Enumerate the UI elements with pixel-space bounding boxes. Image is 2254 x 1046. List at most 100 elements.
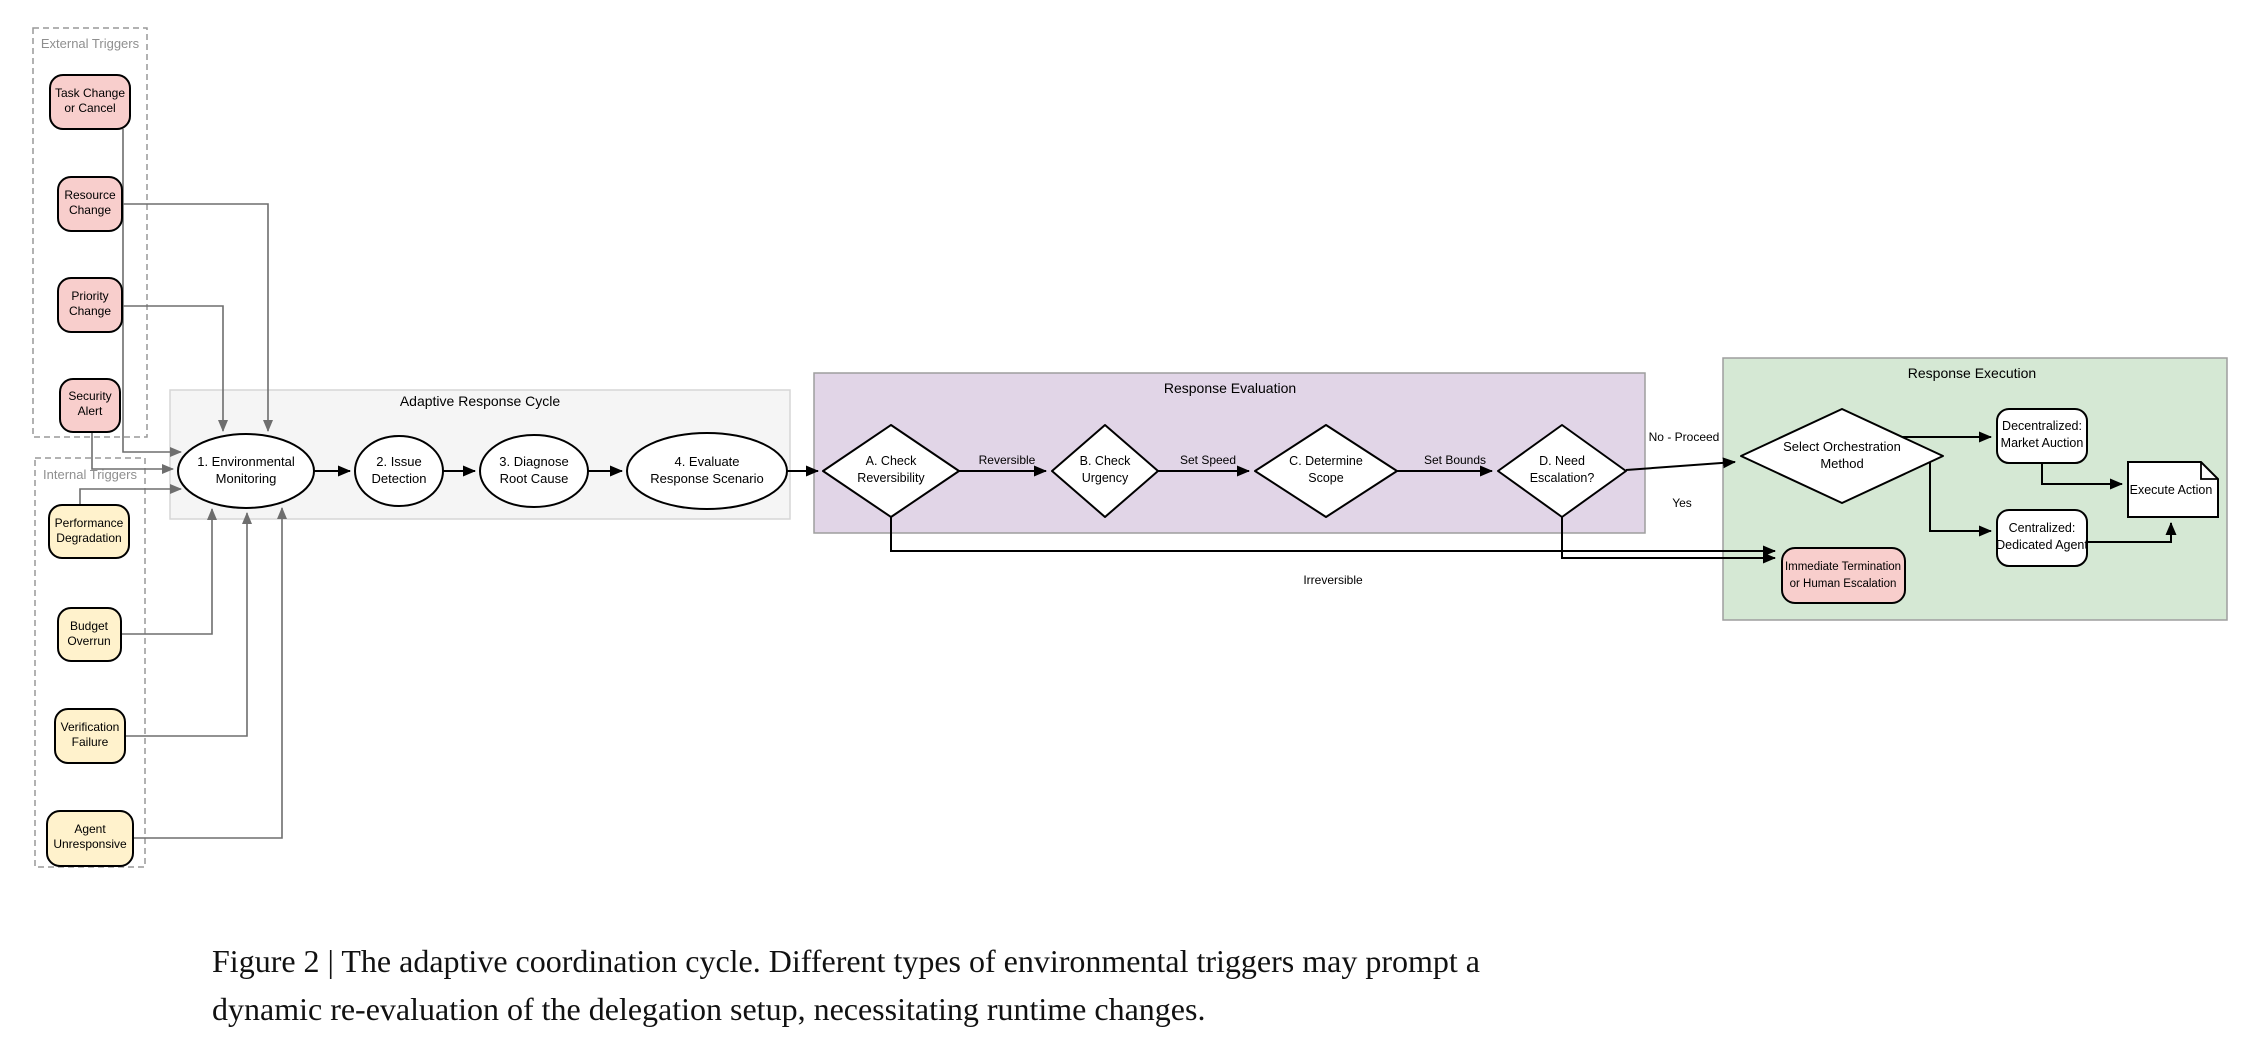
internal-triggers-title: Internal Triggers bbox=[43, 467, 137, 482]
centralized-box bbox=[1996, 509, 2088, 567]
task-change-box bbox=[49, 74, 131, 130]
determine-scope-label-line2: Scope bbox=[1308, 471, 1343, 485]
edge-verification-failure-to-monitoring bbox=[125, 512, 252, 737]
security-alert-box bbox=[59, 378, 121, 433]
edge-label-set-speed: Set Speed bbox=[1180, 453, 1236, 467]
node-centralized-dedicated-agent: Centralized: Dedicated Agent bbox=[1996, 509, 2088, 567]
node-immediate-termination: Immediate Termination or Human Escalatio… bbox=[1781, 547, 1906, 604]
resource-change-box bbox=[57, 176, 123, 232]
node-select-orchestration-method: Select Orchestration Method bbox=[1740, 408, 1944, 504]
edge-label-yes: Yes bbox=[1672, 496, 1692, 510]
environmental-monitoring-label-line1: 1. Environmental bbox=[197, 454, 295, 469]
edge-security-alert-to-monitoring bbox=[91, 432, 174, 474]
environmental-monitoring-ellipse bbox=[177, 433, 315, 509]
performance-degradation-label-line2: Degradation bbox=[56, 531, 121, 545]
need-escalation-label-line1: D. Need bbox=[1539, 454, 1585, 468]
node-performance-degradation: Performance Degradation bbox=[48, 504, 130, 559]
determine-scope-label-line1: C. Determine bbox=[1289, 454, 1363, 468]
decentralized-box bbox=[1996, 408, 2088, 464]
response-execution-title: Response Execution bbox=[1908, 365, 2036, 381]
task-change-label-line2: or Cancel bbox=[64, 101, 115, 115]
node-issue-detection: 2. Issue Detection bbox=[354, 435, 444, 507]
resource-change-label-line1: Resource bbox=[64, 188, 116, 202]
edge-label-reversible: Reversible bbox=[979, 453, 1036, 467]
agent-unresponsive-box bbox=[46, 810, 134, 867]
evaluate-response-scenario-label-line2: Response Scenario bbox=[650, 471, 763, 486]
edge-budget-overrun-to-monitoring bbox=[121, 508, 217, 635]
priority-change-label-line2: Change bbox=[69, 304, 111, 318]
node-decentralized-market-auction: Decentralized: Market Auction bbox=[1996, 408, 2088, 464]
determine-scope-diamond bbox=[1254, 424, 1398, 518]
agent-unresponsive-label-line2: Unresponsive bbox=[53, 837, 127, 851]
edge-label-no-proceed: No - Proceed bbox=[1649, 430, 1720, 444]
edge-resource-change-to-monitoring bbox=[122, 203, 273, 432]
node-security-alert: Security Alert bbox=[59, 378, 121, 433]
performance-degradation-box bbox=[48, 504, 130, 559]
diagnose-root-cause-label-line2: Root Cause bbox=[500, 471, 569, 486]
select-orchestration-label-line1: Select Orchestration bbox=[1783, 439, 1901, 454]
node-agent-unresponsive: Agent Unresponsive bbox=[46, 810, 134, 867]
execute-action-note-fold-icon bbox=[2200, 462, 2218, 480]
node-check-urgency: B. Check Urgency bbox=[1051, 424, 1159, 518]
performance-degradation-label-line1: Performance bbox=[55, 516, 124, 530]
edge-performance-degradation-to-monitoring bbox=[79, 484, 182, 505]
check-urgency-diamond bbox=[1051, 424, 1159, 518]
evaluate-response-scenario-ellipse bbox=[626, 432, 788, 510]
budget-overrun-label-line2: Overrun bbox=[67, 634, 110, 648]
edge-select-to-centralized bbox=[1929, 462, 1992, 537]
priority-change-label-line1: Priority bbox=[71, 289, 108, 303]
resource-change-label-line2: Change bbox=[69, 203, 111, 217]
check-reversibility-label-line1: A. Check bbox=[866, 454, 917, 468]
node-priority-change: Priority Change bbox=[57, 277, 123, 333]
edge-label-set-bounds: Set Bounds bbox=[1424, 453, 1486, 467]
execute-action-label: Execute Action bbox=[2130, 483, 2213, 497]
task-change-label-line1: Task Change bbox=[55, 86, 125, 100]
need-escalation-label-line2: Escalation? bbox=[1530, 471, 1595, 485]
node-task-change-or-cancel: Task Change or Cancel bbox=[49, 74, 131, 130]
node-diagnose-root-cause: 3. Diagnose Root Cause bbox=[479, 434, 589, 508]
decentralized-label-line1: Decentralized: bbox=[2002, 419, 2082, 433]
issue-detection-label-line2: Detection bbox=[372, 471, 427, 486]
agent-unresponsive-label-line1: Agent bbox=[74, 822, 106, 836]
security-alert-label-line2: Alert bbox=[78, 404, 103, 418]
external-triggers-container bbox=[32, 27, 148, 438]
execute-action-note-shape bbox=[2127, 461, 2219, 518]
diagnose-root-cause-label-line1: 3. Diagnose bbox=[499, 454, 568, 469]
edge-label-irreversible: Irreversible bbox=[1303, 573, 1363, 587]
node-determine-scope: C. Determine Scope bbox=[1254, 424, 1398, 518]
check-urgency-label-line1: B. Check bbox=[1080, 454, 1131, 468]
centralized-label-line1: Centralized: bbox=[2009, 521, 2076, 535]
check-urgency-label-line2: Urgency bbox=[1082, 471, 1129, 485]
node-resource-change: Resource Change bbox=[57, 176, 123, 232]
priority-change-box bbox=[57, 277, 123, 333]
node-verification-failure: Verification Failure bbox=[54, 708, 126, 764]
issue-detection-label-line1: 2. Issue bbox=[376, 454, 422, 469]
node-need-escalation: D. Need Escalation? bbox=[1497, 424, 1627, 518]
need-escalation-diamond bbox=[1497, 424, 1627, 518]
check-reversibility-diamond bbox=[822, 424, 960, 518]
figure-caption-line2: dynamic re-evaluation of the delegation … bbox=[212, 991, 1205, 1027]
edge-task-change-to-monitoring bbox=[122, 129, 182, 457]
select-orchestration-diamond bbox=[1740, 408, 1944, 504]
edge-yes-to-termination bbox=[1561, 517, 1776, 564]
node-execute-action: Execute Action bbox=[2127, 461, 2219, 518]
node-check-reversibility: A. Check Reversibility bbox=[822, 424, 960, 518]
edge-irreversible-to-termination bbox=[890, 517, 1776, 557]
edge-decentralized-to-execute bbox=[2041, 463, 2123, 490]
response-evaluation-title: Response Evaluation bbox=[1164, 380, 1296, 396]
immediate-termination-label-line2: or Human Escalation bbox=[1790, 578, 1897, 590]
response-evaluation-container bbox=[813, 372, 1646, 534]
edge-agent-unresponsive-to-monitoring bbox=[133, 507, 287, 839]
edge-centralized-to-execute bbox=[2087, 522, 2177, 543]
edge-priority-change-to-monitoring bbox=[122, 305, 228, 432]
check-reversibility-label-line2: Reversibility bbox=[857, 471, 925, 485]
adaptive-response-cycle-title: Adaptive Response Cycle bbox=[400, 393, 561, 409]
security-alert-label-line1: Security bbox=[68, 389, 111, 403]
immediate-termination-box bbox=[1781, 547, 1906, 604]
immediate-termination-label-line1: Immediate Termination bbox=[1785, 561, 1901, 573]
issue-detection-ellipse bbox=[354, 435, 444, 507]
verification-failure-label-line1: Verification bbox=[61, 720, 120, 734]
node-evaluate-response-scenario: 4. Evaluate Response Scenario bbox=[626, 432, 788, 510]
